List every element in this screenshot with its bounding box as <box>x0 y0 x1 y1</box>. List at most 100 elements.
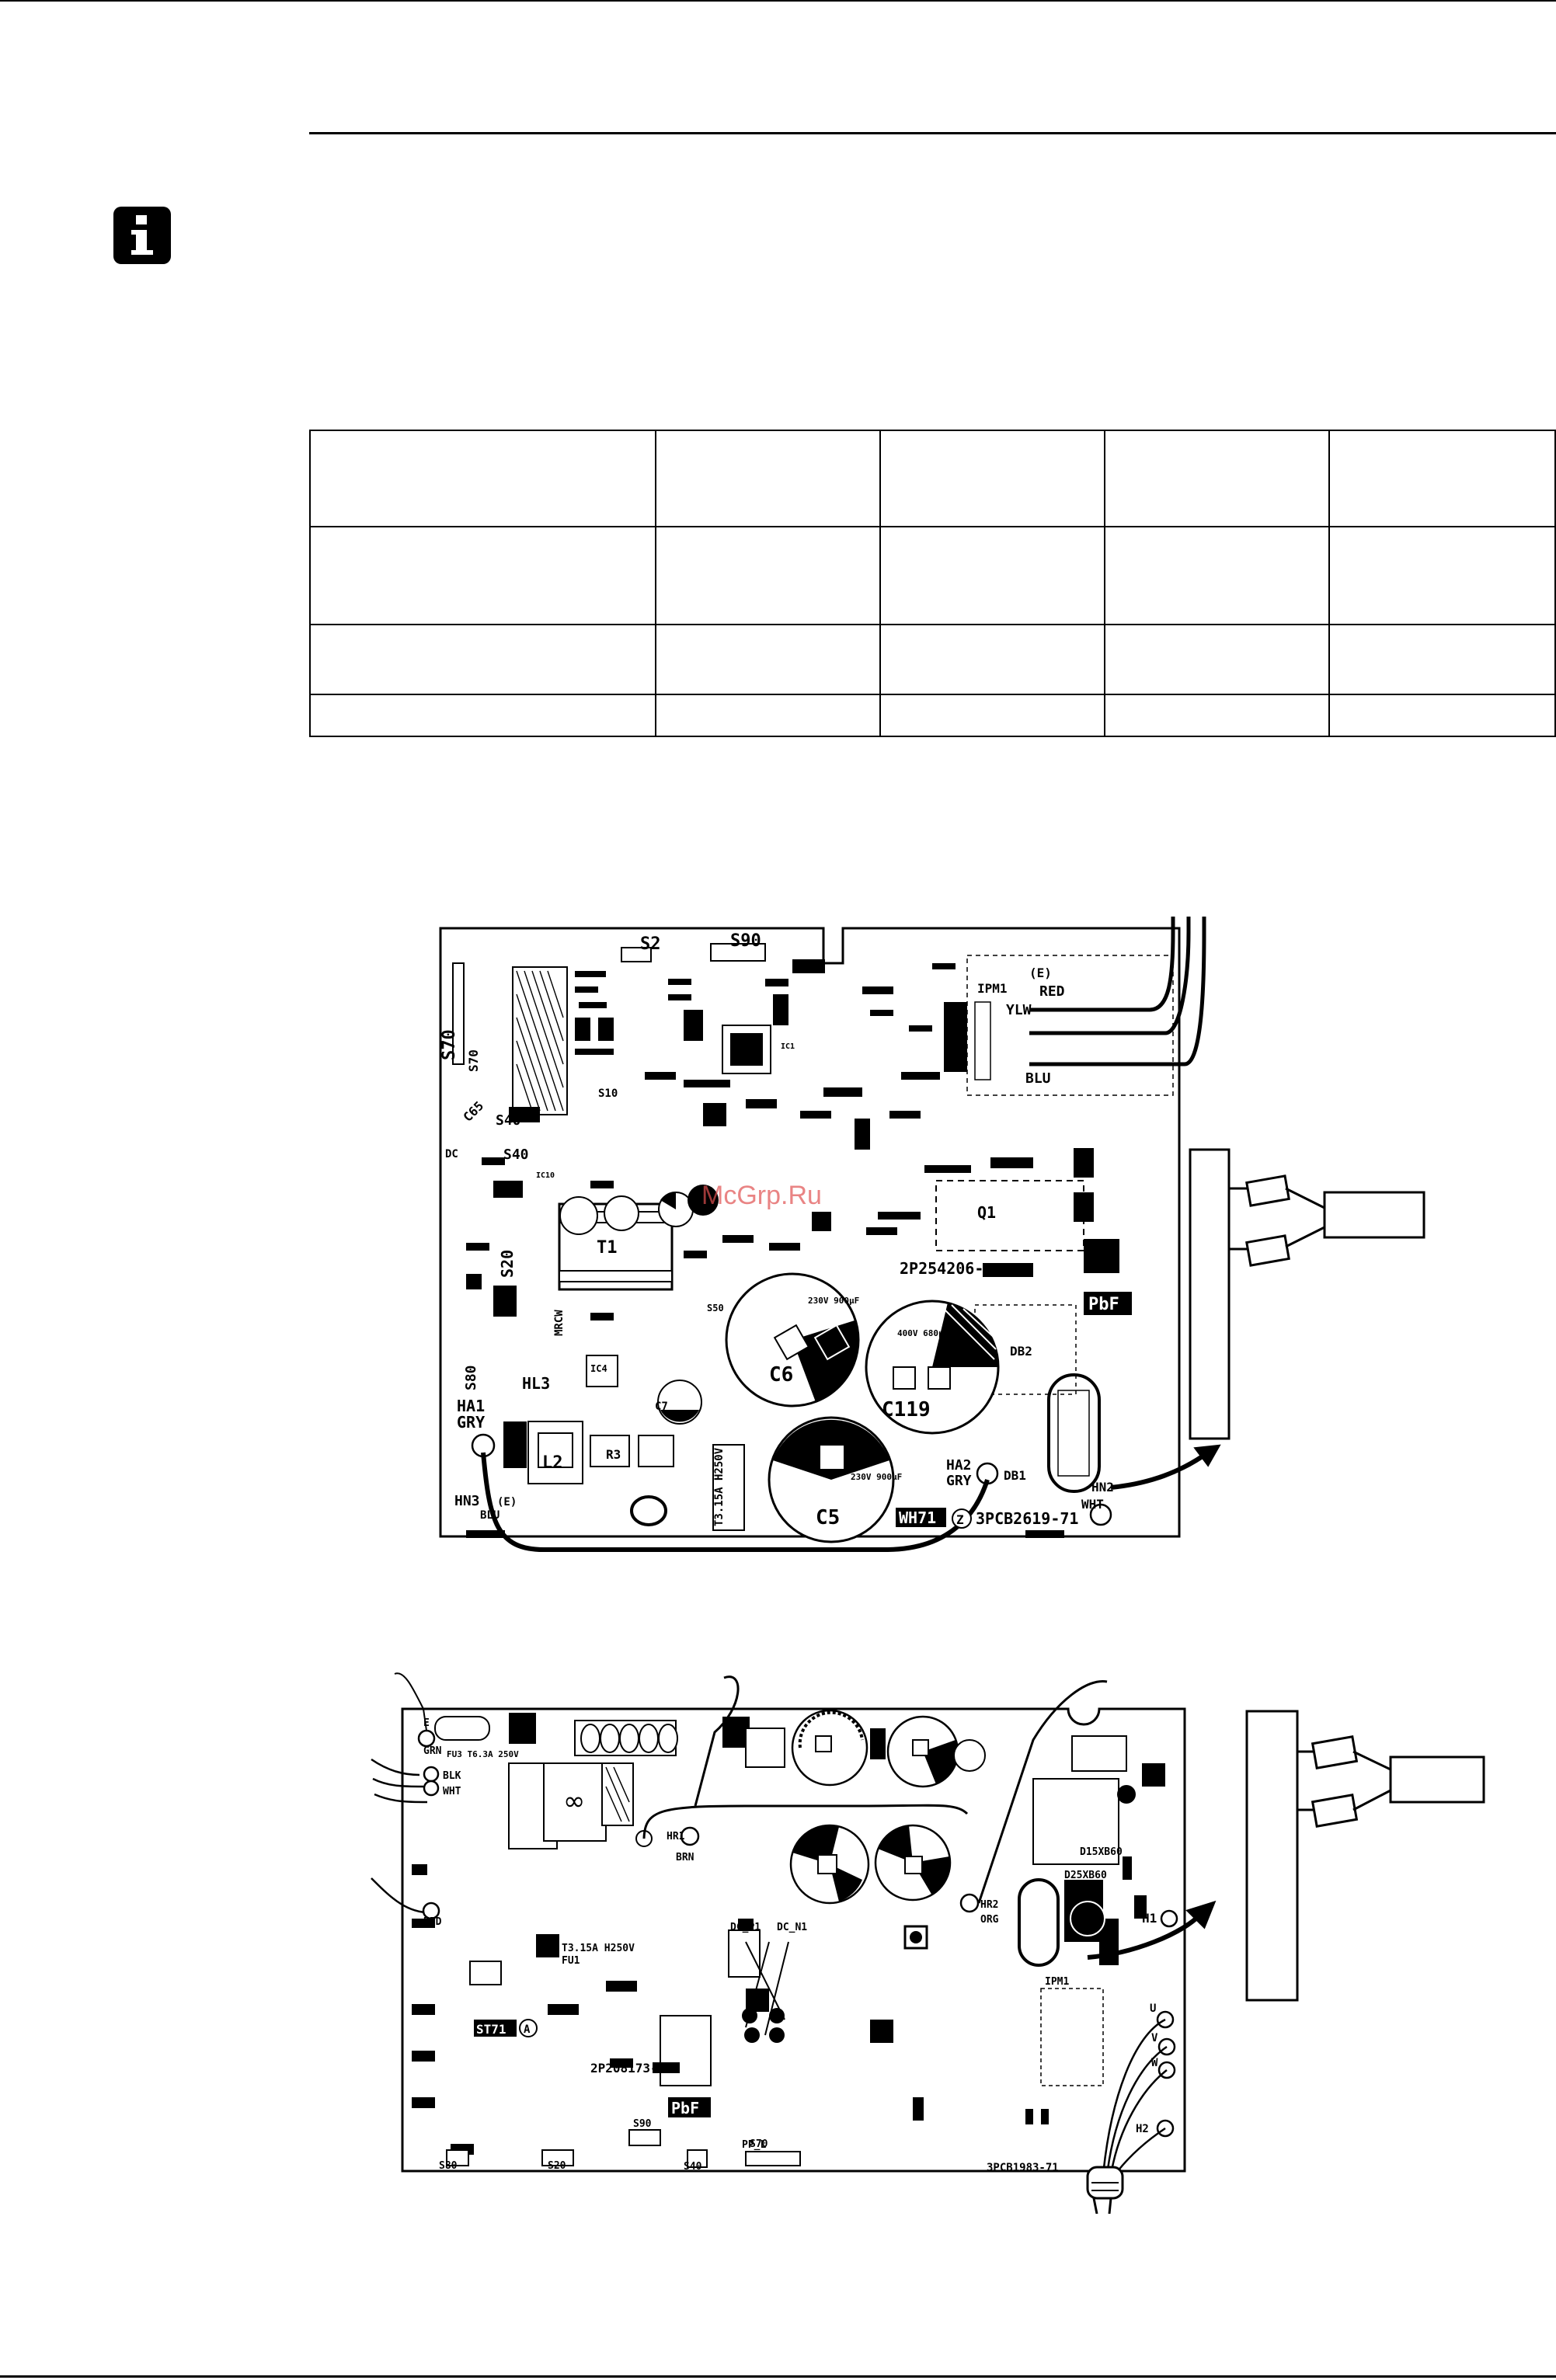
s2-label: S2 <box>640 934 661 954</box>
ha2-label: HA2 <box>946 1457 972 1474</box>
transformer-icon: ∞ <box>563 1786 585 1817</box>
table-cell <box>309 694 656 737</box>
ic10-label: IC10 <box>536 1171 555 1180</box>
s10-label: S10 <box>598 1087 618 1100</box>
dc-label: DC <box>445 1148 458 1160</box>
table-row <box>309 694 1556 737</box>
s70-label-b: S70 <box>466 1049 481 1072</box>
db1-label: DB1 <box>1004 1468 1026 1483</box>
s40-label-2: S40 <box>684 2161 702 2173</box>
red-label: RED <box>423 1916 442 1928</box>
board-number-2: 3PCB1983-71 <box>987 2162 1059 2174</box>
c119-label: C119 <box>882 1398 931 1421</box>
c5-rating: 230V 900µF <box>851 1472 902 1482</box>
ic1-label: IC1 <box>781 1042 795 1051</box>
d15-label: D15XB60 <box>1080 1846 1123 1858</box>
s80-label: S80 <box>463 1365 479 1390</box>
hn3-blu-label: BLU <box>480 1509 500 1522</box>
hr2-label: HR2 <box>980 1899 998 1911</box>
st71-badge: ST71 <box>476 2022 506 2037</box>
c7-label: C7 <box>655 1401 668 1413</box>
wire-red <box>1029 917 1175 1012</box>
pbf-badge-1: PbF <box>1088 1295 1119 1314</box>
r3-label: R3 <box>606 1447 621 1462</box>
mrcw-label: MRCW <box>553 1310 566 1336</box>
inductor-l2 <box>527 1421 583 1484</box>
hn3-e-label: (E) <box>497 1496 517 1508</box>
wire-blu <box>1029 917 1206 1066</box>
table-cell <box>1103 526 1330 625</box>
fu1-label: FU1 <box>562 1955 580 1967</box>
ha1-label: HA1 <box>457 1397 485 1415</box>
brn-label: BRN <box>676 1852 694 1863</box>
ic1-chip <box>722 1025 771 1074</box>
q1-label: Q1 <box>977 1203 996 1222</box>
table-cell <box>879 694 1105 737</box>
table-cell <box>1328 430 1556 527</box>
ribbon-connector <box>512 966 568 1115</box>
capacitor-mid-2 <box>874 1824 952 1902</box>
ipm-e-label: (E) <box>1029 966 1052 980</box>
table-cell <box>654 624 881 695</box>
top-rule <box>0 0 1556 2</box>
table-cell <box>1328 624 1556 695</box>
info-icon <box>113 207 171 264</box>
table-cell <box>1103 430 1330 527</box>
arrow-2 <box>1087 1912 1203 1960</box>
dc-p1-label: DC_P1 <box>730 1922 761 1933</box>
ipm1-label-2: IPM1 <box>1045 1976 1069 1988</box>
s70-label-2: S70 <box>750 2138 768 2150</box>
u-label: U <box>1150 2002 1156 2015</box>
st71-mark: A <box>524 2023 531 2036</box>
table-cell <box>1103 624 1330 695</box>
capacitor-mid-1 <box>789 1824 870 1905</box>
pbf-badge-2: PbF <box>671 2099 699 2117</box>
spec-table <box>309 430 1556 737</box>
table-row <box>309 430 1556 527</box>
s90-label: S90 <box>730 931 761 951</box>
s20-label: S20 <box>498 1250 517 1278</box>
capacitor-c6 <box>725 1272 860 1407</box>
capacitor-top-1 <box>791 1709 869 1787</box>
c119-rating: 400V 680µF <box>897 1328 949 1338</box>
table-cell <box>654 526 881 625</box>
header-rule <box>309 132 1556 134</box>
table-row <box>309 526 1556 625</box>
table-cell <box>309 430 656 527</box>
table-cell <box>309 624 656 695</box>
smd-components <box>466 963 1033 1320</box>
arrow-1 <box>1110 1450 1210 1490</box>
ipm-ylw-label: YLW <box>1006 1002 1032 1018</box>
footer-rule <box>0 2375 1556 2378</box>
db2-label: DB2 <box>1010 1344 1032 1359</box>
ic4-label: IC4 <box>590 1363 607 1374</box>
wh-badge: WH71 <box>899 1508 936 1527</box>
table-cell <box>879 624 1105 695</box>
hn3-label: HN3 <box>454 1493 480 1509</box>
table-cell <box>1103 694 1330 737</box>
test-probe-2 <box>1245 1710 1485 2002</box>
pcb-diagram-1: S2 S90 S70 S70 S10 S40 S40 S20 S80 S50 I… <box>439 917 1425 1552</box>
wire-ylw <box>1029 917 1191 1035</box>
table-cell <box>1328 694 1556 737</box>
l2-label: L2 <box>542 1453 563 1473</box>
board-number-1: 3PCB2619-71 <box>976 1509 1078 1528</box>
wht-label: WHT <box>443 1786 461 1797</box>
c5-label: C5 <box>816 1506 840 1529</box>
ipm1-label: IPM1 <box>977 981 1008 996</box>
s80-label-2: S80 <box>439 2160 458 2172</box>
dc-n1-label: DC_N1 <box>777 1922 807 1933</box>
pcb-diagram-2: ∞ PbF ST7 <box>371 1672 1485 2214</box>
s70-label-a: S70 <box>440 1029 459 1060</box>
wire-ha1-ha2 <box>481 1452 990 1552</box>
watermark: McGrp.Ru <box>701 1181 822 1210</box>
table-cell <box>654 694 881 737</box>
table-row <box>309 624 1556 695</box>
fuse-label: T3.15A H250V <box>713 1447 726 1526</box>
table-cell <box>1328 526 1556 625</box>
grn-label: GRN <box>423 1745 442 1757</box>
h2-label: H2 <box>1136 2123 1149 2135</box>
s20-label-2: S20 <box>548 2160 566 2172</box>
hn2-wht-label: WHT <box>1081 1497 1104 1512</box>
z-mark: Z <box>956 1512 964 1527</box>
